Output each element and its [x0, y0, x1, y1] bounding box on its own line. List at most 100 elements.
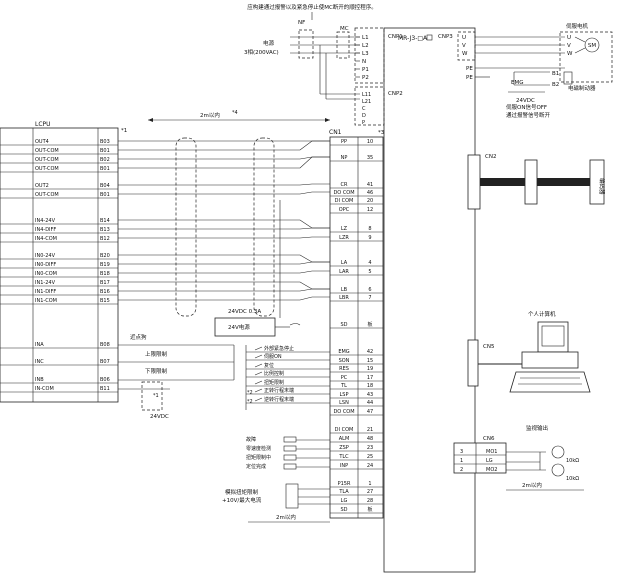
brake-note-1: 伺服ON信号OFF — [506, 103, 547, 111]
lcpu-signal: IN4-24V — [35, 218, 56, 224]
cn6-signal: MO2 — [486, 467, 497, 473]
signal-wire — [118, 288, 330, 292]
lcpu-pin: B04 — [100, 183, 110, 189]
lcpu-signal: IN1-24V — [35, 280, 56, 286]
input-label: 扭矩限制 — [264, 379, 284, 386]
analog-range: +10V/最大电流 — [222, 496, 262, 504]
meter-1-icon — [551, 445, 565, 459]
input-switch-icon — [254, 388, 263, 393]
cn6-signal: LG — [486, 458, 493, 464]
motor-symbol: SM — [588, 43, 596, 49]
motor-symbol-icon — [584, 37, 600, 53]
cn1-signal: ZSP — [339, 445, 349, 451]
motor-link-u — [574, 36, 586, 43]
cn1-signal: RES — [339, 366, 349, 372]
pe-label-amp-2: PE — [466, 75, 473, 81]
input-label: 外部紧急停止 — [264, 345, 294, 352]
mark-3: *3 — [378, 130, 385, 136]
output-label: 故障 — [246, 436, 256, 443]
input-switch-icon — [254, 380, 263, 385]
arrow-left-icon — [148, 118, 153, 122]
cn1-signal: LBR — [339, 295, 349, 301]
lcpu-signal: IN0-24V — [35, 253, 56, 259]
mark-1-b: *1 — [153, 393, 159, 399]
cn1-pin: 4 — [368, 260, 371, 266]
cn1-signal: SD — [340, 507, 347, 513]
encoder-label: 编码器 — [598, 178, 606, 195]
cnp2-title: CNP2 — [388, 91, 403, 97]
cn1-pin: 25 — [367, 454, 373, 460]
cn1-signal: LZ — [341, 226, 348, 232]
signal-wire — [118, 191, 330, 195]
cn1-signal: LG — [341, 498, 348, 504]
cnp2-box — [354, 86, 385, 126]
output-label: 定位完成 — [246, 463, 266, 470]
cable-length-top-label: 2m以内 — [200, 111, 220, 119]
cn6-body — [453, 442, 507, 474]
cn1-signal: TLC — [338, 454, 349, 460]
amplifier-model: MR-J3-□A — [398, 35, 428, 42]
cn1-signal: LSN — [339, 400, 349, 406]
lcpu-pin: B20 — [100, 253, 110, 259]
lcpu-signal: OUT-COM — [35, 157, 59, 163]
monitor-title: 监视输出 — [526, 424, 548, 432]
cn1-pin: 21 — [367, 427, 373, 433]
signal-wire — [118, 254, 330, 263]
cnp3-pin-0: U — [462, 35, 466, 41]
lcpu-signal: IN-COM — [35, 386, 54, 392]
cn1-signal: CR — [341, 182, 348, 188]
input-switch-icon — [254, 354, 263, 359]
b1-label: B1 — [552, 71, 559, 77]
cnp3-title: CNP3 — [438, 34, 453, 40]
cn1-signal: LAR — [339, 269, 349, 275]
shield-tube-right — [253, 137, 275, 317]
cn1-pin: 20 — [367, 198, 373, 204]
brake-coil-icon — [563, 71, 573, 85]
input-switch-icon — [254, 346, 263, 351]
lcpu-pin: B17 — [100, 280, 110, 286]
cn1-pin: 板 — [367, 321, 372, 328]
cn1-signal: PC — [341, 375, 348, 381]
motor-pin-0: U — [567, 35, 571, 41]
servo-motor-label: 伺服电机 — [566, 22, 589, 30]
cn1-signal: LZR — [339, 235, 349, 241]
output-relay-icon — [283, 463, 297, 470]
input-label: 复位 — [264, 362, 274, 369]
cable-length-top: 2m以内 *4 — [148, 110, 330, 122]
cn1-signal: DI COM — [335, 427, 354, 433]
lcpu-pin: B01 — [100, 192, 110, 198]
cn1-pin: 1 — [368, 481, 371, 487]
cn1-pin: 10 — [367, 139, 373, 145]
output-relay-icon — [283, 436, 297, 443]
cn1-signal: LB — [341, 287, 348, 293]
cn1-signal: ALM — [339, 436, 350, 442]
mark-2-a: *2 — [247, 390, 253, 396]
brake-note-2: 通过报警信号断开 — [506, 111, 551, 119]
pc-label: 个人计算机 — [528, 310, 556, 318]
pc-keyboard-icon — [509, 371, 591, 393]
output-label: 扭矩限制中 — [246, 454, 271, 461]
cnp1-box — [354, 27, 385, 84]
cn1-signal: SON — [339, 358, 350, 364]
cn1-signal: TL — [340, 383, 347, 389]
brake-label: 电磁制动器 — [568, 84, 596, 92]
signal-wire — [118, 183, 330, 186]
cn1-pin: 8 — [368, 226, 371, 232]
lcpu-pin: B19 — [100, 262, 110, 268]
cn1-title: CN1 — [329, 129, 342, 136]
com-supply-label: 24VDC — [150, 414, 169, 420]
b2-label: B2 — [552, 82, 559, 88]
lcpu-signal: IN0-COM — [35, 271, 57, 277]
cnp2-pin-4: P — [362, 120, 365, 126]
cn1-signal: NP — [341, 155, 348, 161]
cn6-num: 2 — [460, 467, 463, 473]
com-supply-box — [141, 381, 163, 411]
meter-2-icon — [551, 463, 565, 477]
signal-wire — [118, 219, 330, 229]
lcpu-signal: IN0-DIFF — [35, 262, 56, 268]
